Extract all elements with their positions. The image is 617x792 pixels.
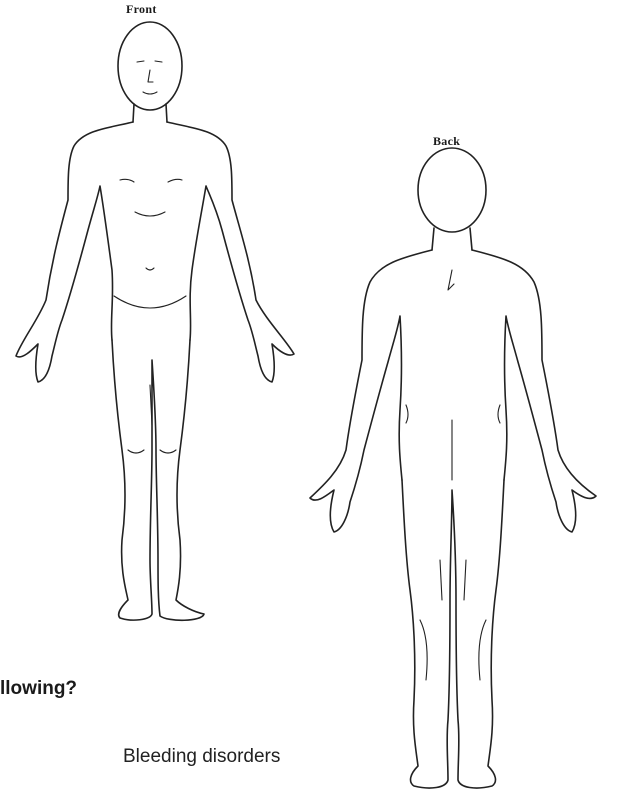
front-torso-arms-outline [16,122,294,382]
back-torso-arms-outline [310,250,596,532]
back-calf-details [420,560,486,680]
option-bleeding-disorders: Bleeding disorders [123,746,280,768]
front-legs-outline [112,340,204,620]
back-head-outline [418,148,486,232]
back-legs-outline [402,480,504,788]
front-body-figure [0,0,310,640]
question-heading: llowing? [0,678,77,700]
front-torso-details [114,179,186,308]
front-head-outline [118,22,182,110]
back-body-figure [290,140,617,792]
back-spine-details [406,270,500,480]
front-face-details [137,61,162,94]
